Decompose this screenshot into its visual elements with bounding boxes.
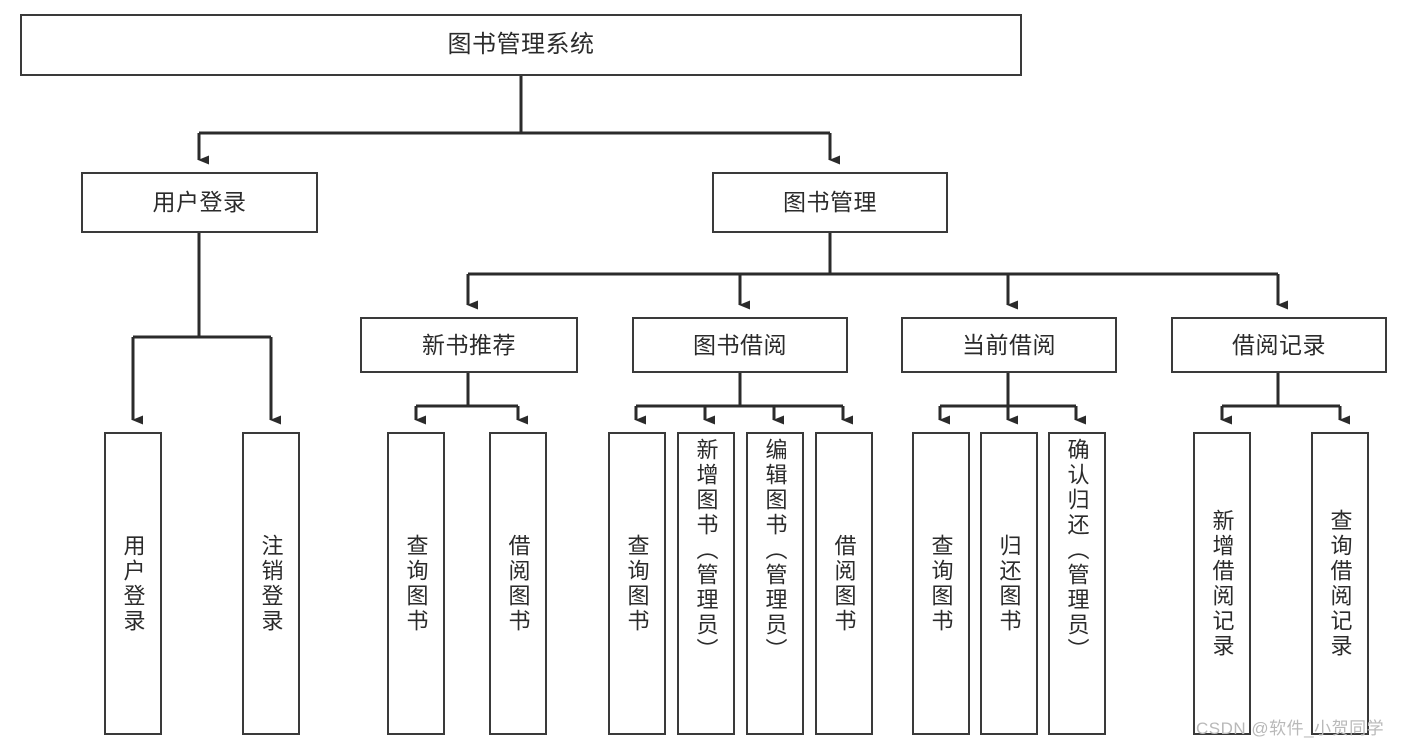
csdn-watermark: CSDN @软件_小贺同学 bbox=[1196, 719, 1385, 738]
node-user-login[interactable]: 用户登录 bbox=[81, 172, 318, 233]
leaf-current-query-book[interactable]: 查询图书 bbox=[912, 432, 970, 735]
node-label: 图书管理系统 bbox=[447, 31, 595, 59]
node-label: 查询图书 bbox=[624, 533, 650, 634]
node-label: 编辑图书（管理员） bbox=[762, 438, 788, 663]
node-book-borrow[interactable]: 图书借阅 bbox=[632, 317, 848, 373]
node-label: 用户登录 bbox=[120, 533, 146, 634]
node-label: 用户登录 bbox=[152, 189, 247, 216]
node-label: 借阅记录 bbox=[1232, 331, 1326, 358]
leaf-new-book-query[interactable]: 查询图书 bbox=[387, 432, 445, 735]
node-book-management[interactable]: 图书管理 bbox=[712, 172, 948, 233]
node-label: 注销登录 bbox=[258, 533, 284, 634]
node-label: 借阅图书 bbox=[831, 533, 857, 634]
leaf-record-add[interactable]: 新增借阅记录 bbox=[1193, 432, 1251, 735]
node-current-borrow[interactable]: 当前借阅 bbox=[901, 317, 1117, 373]
leaf-logout[interactable]: 注销登录 bbox=[242, 432, 300, 735]
node-label: 查询借阅记录 bbox=[1327, 508, 1353, 659]
leaf-record-query[interactable]: 查询借阅记录 bbox=[1311, 432, 1369, 735]
node-label: 当前借阅 bbox=[962, 331, 1056, 358]
leaf-current-confirm-return[interactable]: 确认归还（管理员） bbox=[1048, 432, 1106, 735]
leaf-borrow-query-book[interactable]: 查询图书 bbox=[608, 432, 666, 735]
node-label: 查询图书 bbox=[403, 533, 429, 634]
leaf-borrow-edit-book[interactable]: 编辑图书（管理员） bbox=[746, 432, 804, 735]
node-label: 新增图书（管理员） bbox=[693, 438, 719, 663]
leaf-user-login[interactable]: 用户登录 bbox=[104, 432, 162, 735]
node-borrow-record[interactable]: 借阅记录 bbox=[1171, 317, 1387, 373]
leaf-borrow-borrow-book[interactable]: 借阅图书 bbox=[815, 432, 873, 735]
node-label: 新书推荐 bbox=[422, 331, 516, 358]
node-new-book-recommend[interactable]: 新书推荐 bbox=[360, 317, 578, 373]
node-label: 确认归还（管理员） bbox=[1064, 438, 1090, 663]
node-root-system[interactable]: 图书管理系统 bbox=[20, 14, 1022, 76]
node-label: 归还图书 bbox=[996, 533, 1022, 634]
node-label: 图书管理 bbox=[783, 189, 877, 216]
node-label: 新增借阅记录 bbox=[1209, 508, 1235, 659]
node-label: 借阅图书 bbox=[505, 533, 531, 634]
node-label: 查询图书 bbox=[928, 533, 954, 634]
node-label: 图书借阅 bbox=[693, 331, 787, 358]
leaf-current-return-book[interactable]: 归还图书 bbox=[980, 432, 1038, 735]
leaf-new-book-borrow[interactable]: 借阅图书 bbox=[489, 432, 547, 735]
leaf-borrow-add-book[interactable]: 新增图书（管理员） bbox=[677, 432, 735, 735]
